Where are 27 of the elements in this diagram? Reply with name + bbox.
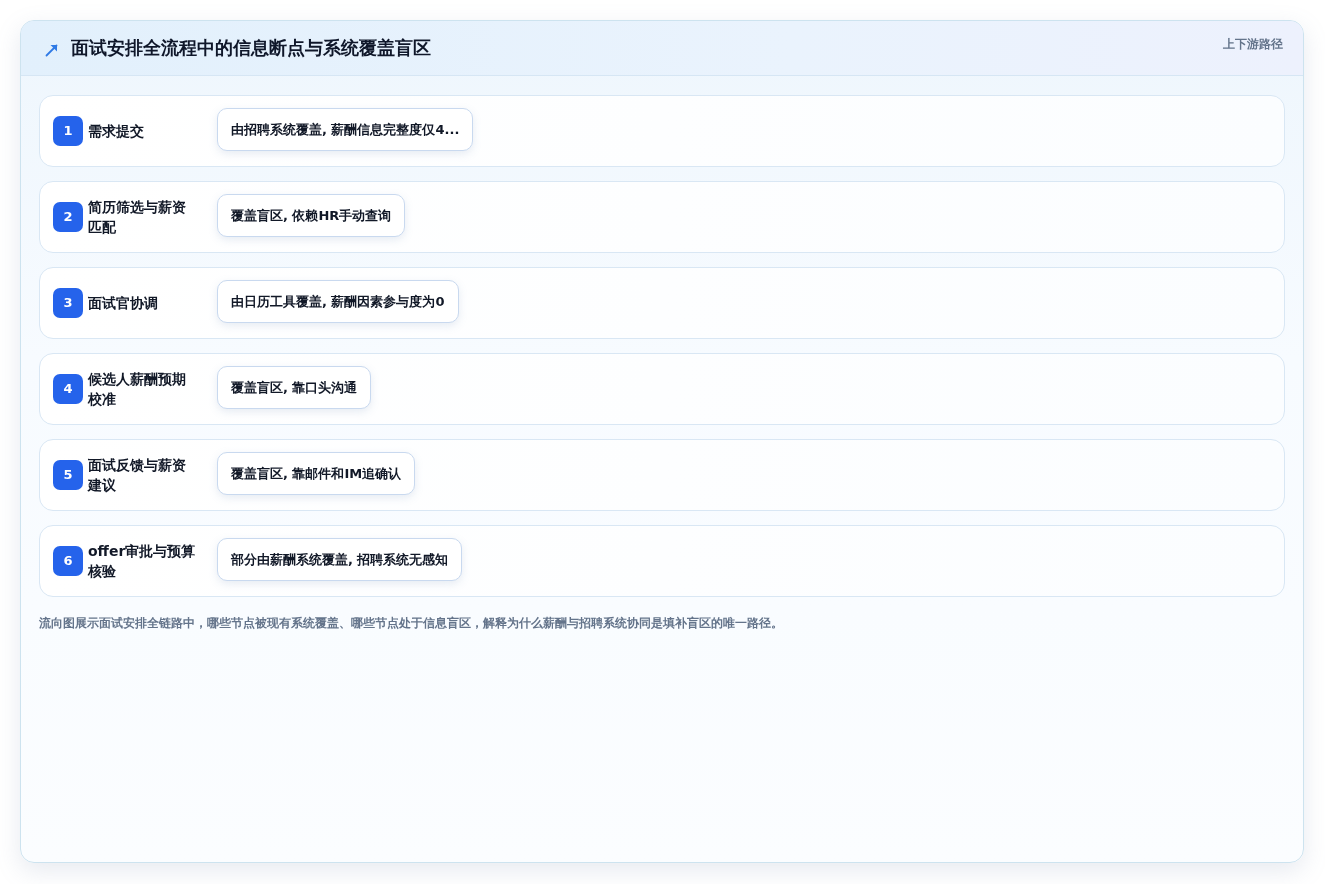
status-tag: 部分由薪酬系统覆盖, 招聘系统无感知 (217, 538, 463, 581)
stage-card (39, 439, 1285, 511)
header-note: 上下游路径 (1223, 36, 1283, 52)
stage-name: 候选人薪酬预期校准 (88, 370, 187, 409)
step-number: 6 (53, 546, 83, 576)
status-tag: 覆盖盲区, 靠邮件和IM追确认 (217, 452, 416, 495)
stage-card (39, 525, 1285, 597)
step-number: 3 (53, 288, 83, 318)
stage-name: 简历筛选与薪资匹配 (88, 198, 187, 237)
stage-name: 面试反馈与薪资建议 (88, 456, 187, 495)
status-tag: 由招聘系统覆盖, 薪酬信息完整度仅4... (217, 108, 474, 151)
status-tag: 覆盖盲区, 依赖HR手动查询 (217, 194, 406, 237)
status-tag: 覆盖盲区, 靠口头沟通 (217, 366, 372, 409)
step-number: 1 (53, 116, 83, 146)
stage-card (39, 95, 1285, 167)
status-tag: 由日历工具覆盖, 薪酬因素参与度为0 (217, 280, 459, 323)
caption: 流向图展示面试安排全链路中，哪些节点被现有系统覆盖、哪些节点处于信息盲区，解释为什么薪酬与招聘系统协同是填补盲区的唯一路径。 (39, 615, 783, 631)
stage-card (39, 267, 1285, 339)
step-number: 2 (53, 202, 83, 232)
title: 面试安排全流程中的信息断点与系统覆盖盲区 (71, 36, 431, 60)
stage-name: 需求提交 (88, 122, 145, 141)
stage-card (39, 353, 1285, 425)
step-number: 4 (53, 374, 83, 404)
step-number: 5 (53, 460, 83, 490)
stage-card (39, 181, 1285, 253)
stage-name: 面试官协调 (88, 294, 159, 313)
stage-name: offer审批与预算核验 (88, 542, 196, 581)
